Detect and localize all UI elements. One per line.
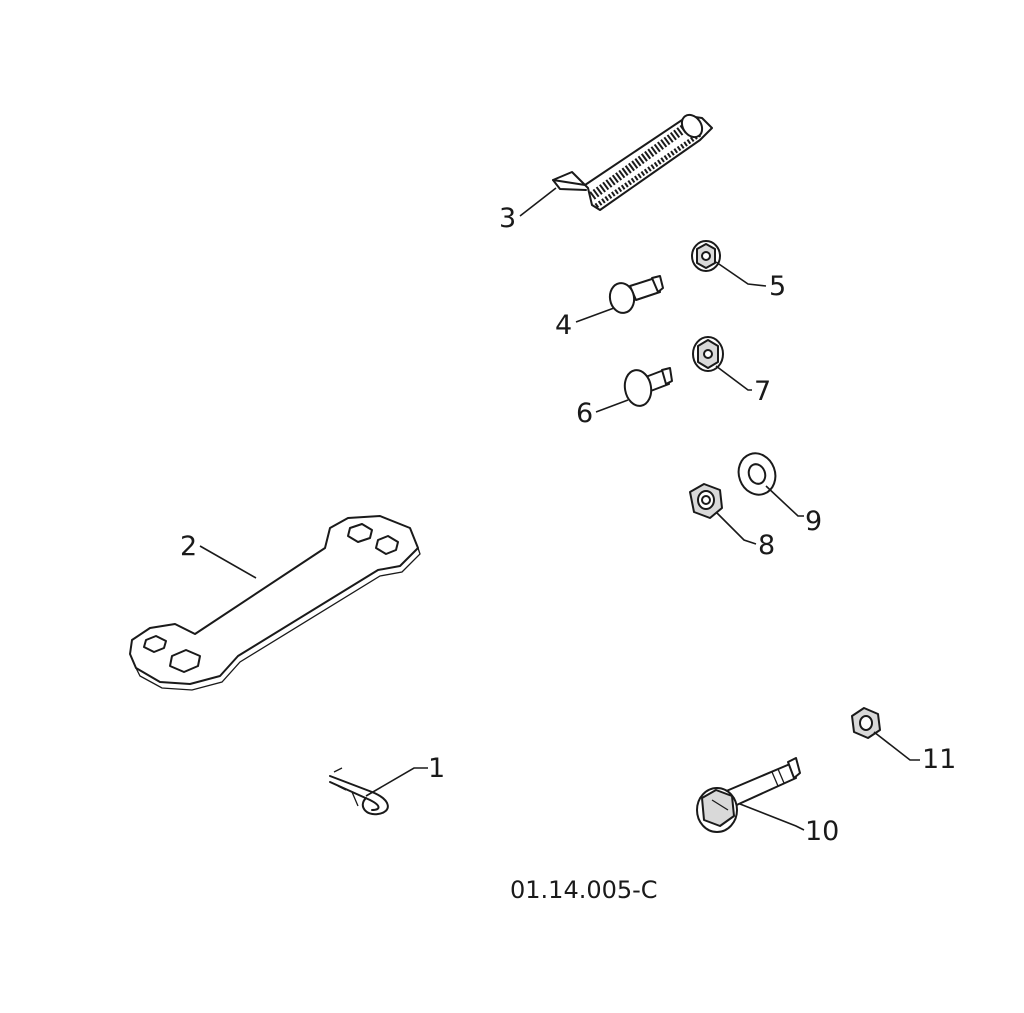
leader-8 <box>715 511 757 545</box>
callout-10: 10 <box>805 816 839 847</box>
part-1-hair-pin-clip <box>329 767 389 816</box>
figure-code: 01.14.005-C <box>510 876 658 904</box>
leader-7 <box>715 365 752 391</box>
part-9-flat-washer <box>737 452 777 496</box>
leader-6 <box>595 399 629 413</box>
callout-8: 8 <box>758 530 775 561</box>
part-5-flange-nut <box>691 240 721 272</box>
leader-lines <box>199 187 920 831</box>
part-7-flange-nut <box>692 336 724 372</box>
callout-labels: 1 2 3 4 5 6 7 8 9 10 11 <box>180 203 956 847</box>
callout-1: 1 <box>428 753 445 784</box>
callout-9: 9 <box>805 506 822 537</box>
leader-1 <box>365 767 428 797</box>
part-11-hex-nut <box>851 707 881 739</box>
leader-5 <box>715 261 767 287</box>
leader-4 <box>575 307 615 323</box>
leader-9 <box>765 485 804 517</box>
leader-11 <box>873 731 920 761</box>
part-10-flange-bolt <box>696 757 801 833</box>
leader-2 <box>199 545 257 579</box>
part-3-bent-pin <box>552 113 713 211</box>
callout-2: 2 <box>180 531 197 562</box>
part-8-lock-nut <box>689 483 723 519</box>
callout-6: 6 <box>576 398 593 429</box>
callout-3: 3 <box>499 203 516 234</box>
callout-4: 4 <box>555 310 572 341</box>
part-6-clevis-pin-large <box>623 367 673 407</box>
leader-3 <box>519 187 557 217</box>
callout-7: 7 <box>754 376 771 407</box>
leader-10 <box>739 803 805 831</box>
part-4-clevis-pin-small <box>608 275 664 314</box>
callout-5: 5 <box>769 271 786 302</box>
callout-11: 11 <box>922 744 956 775</box>
part-2-wrench-plate <box>129 515 421 691</box>
